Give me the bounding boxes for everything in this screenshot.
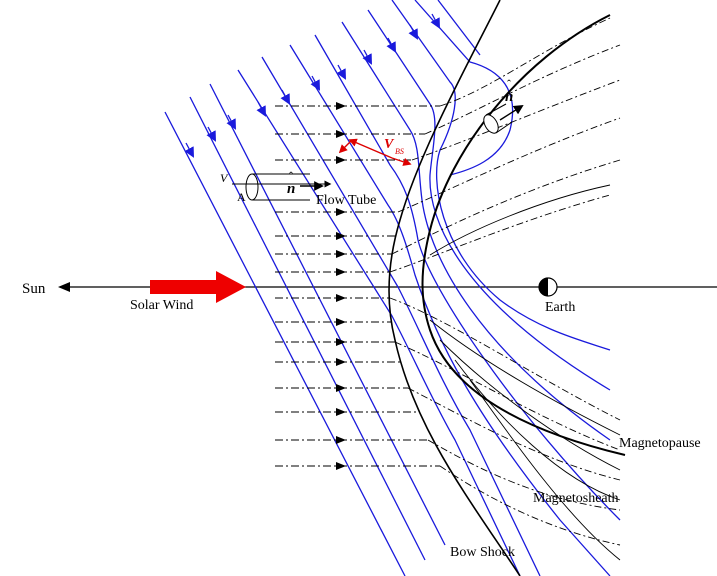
bow-shock-boundary xyxy=(388,0,521,576)
earth-half-filled-circle-icon xyxy=(538,277,558,297)
solar-wind-flow-lines xyxy=(275,105,440,467)
imf-line xyxy=(289,44,611,576)
v-bs-subscript-label: BS xyxy=(395,147,404,156)
va-subscript-label: A xyxy=(237,190,246,204)
magnetosheath-lines xyxy=(429,184,621,561)
v-bs-vector xyxy=(348,138,393,159)
v-bs-label: V xyxy=(384,137,395,152)
downstream-n-hat-label: n xyxy=(505,89,513,105)
solar-wind-arrow xyxy=(150,271,246,303)
v-right-vector xyxy=(391,157,412,166)
va-label: V xyxy=(220,171,229,185)
downstream-flow-tube-cylinder-icon xyxy=(483,103,513,134)
imf-line xyxy=(189,96,426,561)
imf-line xyxy=(367,9,611,391)
imf-line xyxy=(341,21,611,441)
velocity-vectors xyxy=(338,138,412,166)
magnetosheath-label: Magnetosheath xyxy=(533,491,619,506)
n-hat-caret: ˆ xyxy=(289,169,293,183)
flow-tube-label: Flow Tube xyxy=(316,193,376,208)
magnetopause-label: Magnetopause xyxy=(619,436,701,451)
imf-arrowheads xyxy=(184,13,440,158)
n-hat-label: n xyxy=(287,181,295,197)
bow-shock-label: Bow Shock xyxy=(450,545,515,560)
solar-wind-flow-arrowheads xyxy=(336,102,346,470)
imf-line xyxy=(209,83,446,546)
imf-line xyxy=(261,56,541,576)
flow-tube-cylinder-icon xyxy=(245,173,310,201)
imf-line xyxy=(237,69,521,576)
sun-direction-arrowhead xyxy=(58,282,70,292)
imf-line xyxy=(314,34,621,521)
magnetopause-boundary xyxy=(421,14,626,456)
imf-line xyxy=(391,0,611,351)
imf-line xyxy=(164,111,406,576)
downstream-n-hat-caret: ˆ xyxy=(507,77,511,91)
imf-line xyxy=(414,0,514,176)
earth-label: Earth xyxy=(545,300,575,315)
solar-wind-label: Solar Wind xyxy=(130,298,193,313)
downstream-n-hat-arrow xyxy=(499,104,524,121)
imf-line xyxy=(437,0,481,56)
v-small-vector xyxy=(338,139,353,154)
magnetosheath-streamlines xyxy=(389,17,621,546)
sun-label: Sun xyxy=(22,281,46,297)
